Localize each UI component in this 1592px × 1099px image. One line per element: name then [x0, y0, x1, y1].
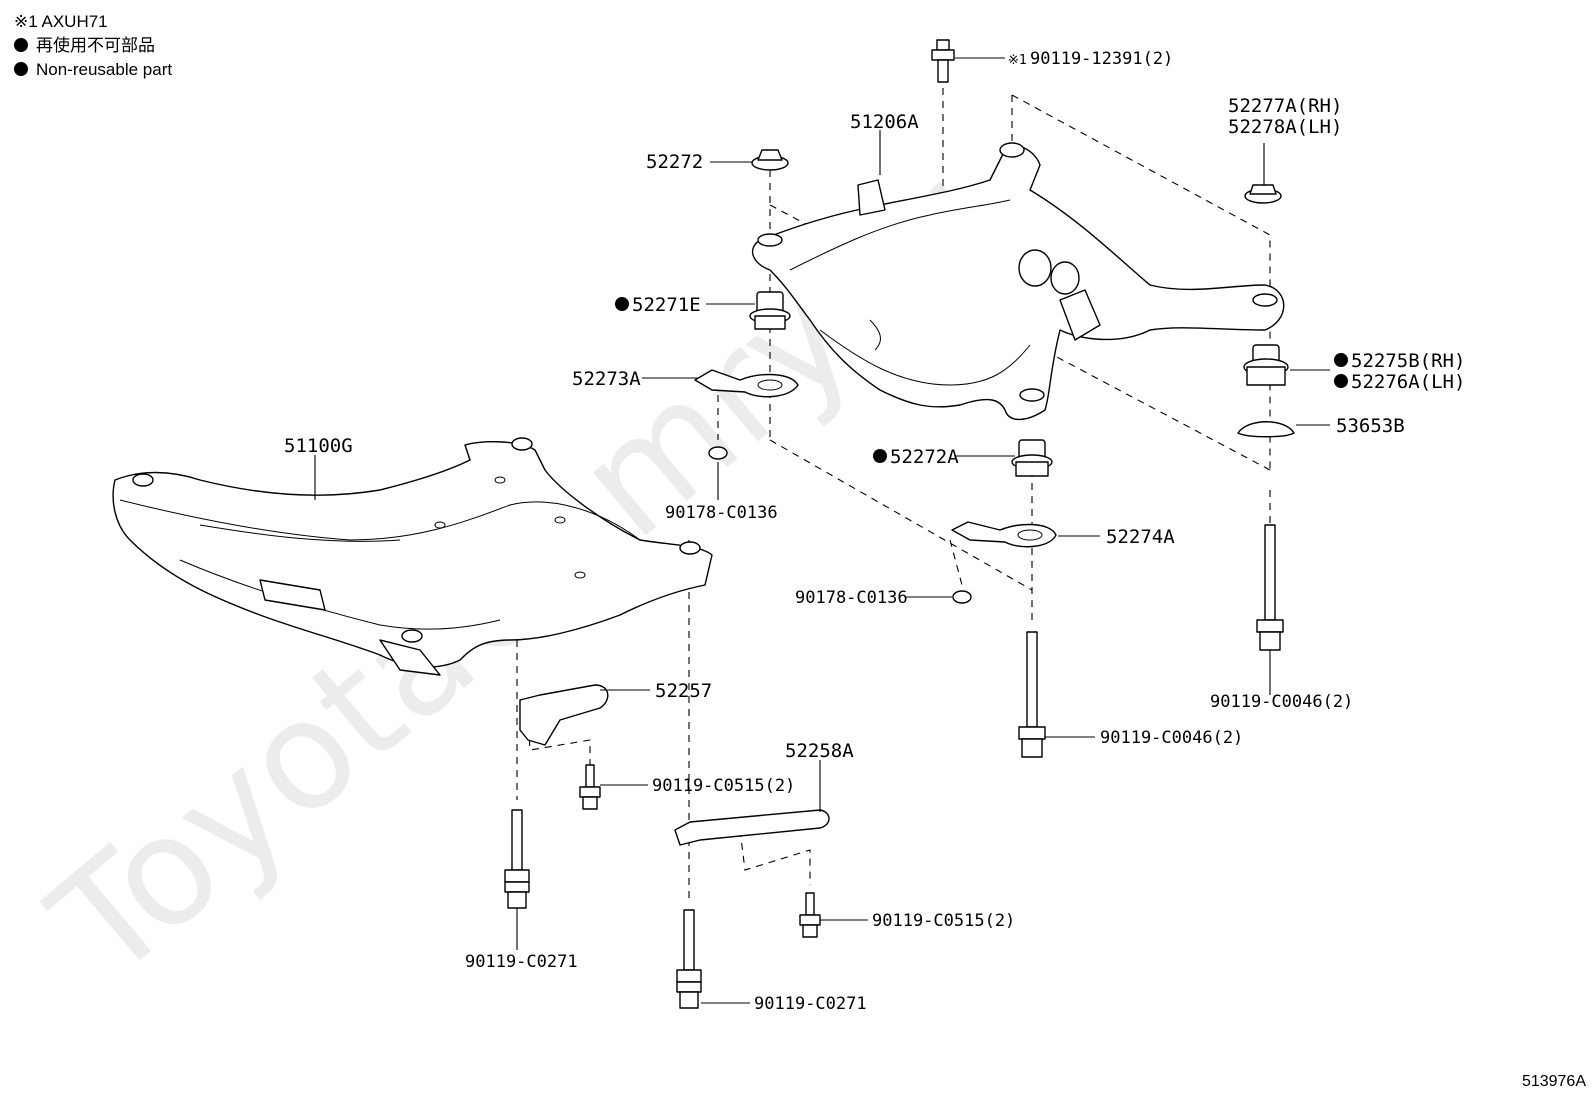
- label-90119-C0515-lower: 90119-C0515(2): [872, 911, 1015, 931]
- label-52277A: 52277A(RH): [1228, 95, 1342, 117]
- label-52271E: 52271E: [632, 294, 701, 316]
- nonreusable-dot-52276A: [1334, 374, 1348, 388]
- figure-id: 513976A: [1521, 1073, 1586, 1090]
- nut-90178-C0136-2: [952, 590, 972, 604]
- label-53653B: 53653B: [1336, 415, 1405, 437]
- label-52258A: 52258A: [785, 740, 854, 762]
- bolt-90119-12391: [931, 39, 955, 83]
- cushion-52272A: [1011, 439, 1053, 477]
- label-51206A: 51206A: [850, 111, 919, 133]
- bolt-90119-C0271-right: [676, 909, 702, 1009]
- legend: ※1 AXUH71 再使用不可部品 Non-reusable part: [14, 10, 172, 82]
- label-90178-C0136-2: 90178-C0136: [795, 588, 908, 608]
- legend-nonreusable-en: Non-reusable part: [14, 58, 172, 82]
- bolt-90119-C0046-center: [1018, 631, 1046, 758]
- bracket-52257: [519, 684, 609, 746]
- nut-90178-C0136-1: [708, 446, 728, 460]
- stopper-52272: [751, 149, 789, 171]
- bolt-90119-C0515-lower: [799, 892, 821, 938]
- label-52273A: 52273A: [572, 368, 641, 390]
- bullet-dot-icon: [14, 62, 28, 76]
- label-52257: 52257: [655, 680, 712, 702]
- legend-model-note: ※1 AXUH71: [14, 12, 108, 31]
- label-52275B: 52275B(RH): [1351, 350, 1465, 372]
- bracket-52258A: [674, 809, 830, 846]
- bolt-90119-C0271-left: [504, 809, 530, 909]
- cushion-52275B: [1243, 344, 1289, 386]
- label-52276A: 52276A(LH): [1351, 371, 1465, 393]
- nonreusable-dot-52272A: [873, 449, 887, 463]
- label-90119-C0046-right: 90119-C0046(2): [1210, 692, 1353, 712]
- label-52278A: 52278A(LH): [1228, 116, 1342, 138]
- label-52272A: 52272A: [890, 446, 959, 468]
- label-90119-C0515-upper: 90119-C0515(2): [652, 776, 795, 796]
- label-90119-C0046-center: 90119-C0046(2): [1100, 728, 1243, 748]
- leader-lines: [314, 57, 1330, 1004]
- stopper-53653B: [1237, 421, 1295, 438]
- legend-jp-text: 再使用不可部品: [36, 36, 155, 55]
- label-90178-C0136-1: 90178-C0136: [665, 503, 778, 523]
- bolt-90119-C0046-right: [1256, 524, 1284, 651]
- stopper-52277A: [1244, 184, 1282, 204]
- bolt-90119-C0515-upper: [579, 764, 601, 810]
- label-90119-C0271-left: 90119-C0271: [465, 952, 578, 972]
- label-90119-12391: 90119-12391(2): [1030, 49, 1173, 69]
- label-52274A: 52274A: [1106, 526, 1175, 548]
- legend-nonreusable-jp: 再使用不可部品: [14, 34, 172, 58]
- nonreusable-dot-52275B: [1334, 353, 1348, 367]
- rear-suspension-member-51206A: [751, 142, 1285, 421]
- cushion-52271E: [749, 291, 791, 330]
- bracket-52273A: [694, 369, 799, 398]
- legend-en-text: Non-reusable part: [36, 60, 173, 79]
- label-90119-C0271-right: 90119-C0271: [754, 994, 867, 1014]
- label-52272: 52272: [646, 151, 703, 173]
- nonreusable-dot-52271E: [615, 297, 629, 311]
- part-labels: ※1 90119-12391(2) 51206A 52272 52277A(RH…: [284, 49, 1465, 1014]
- bullet-dot-icon: [14, 38, 28, 52]
- front-suspension-member-51100G: [112, 437, 713, 676]
- bracket-52274A: [951, 521, 1057, 548]
- label-51100G: 51100G: [284, 435, 353, 457]
- label-note-mark: ※1: [1008, 53, 1027, 68]
